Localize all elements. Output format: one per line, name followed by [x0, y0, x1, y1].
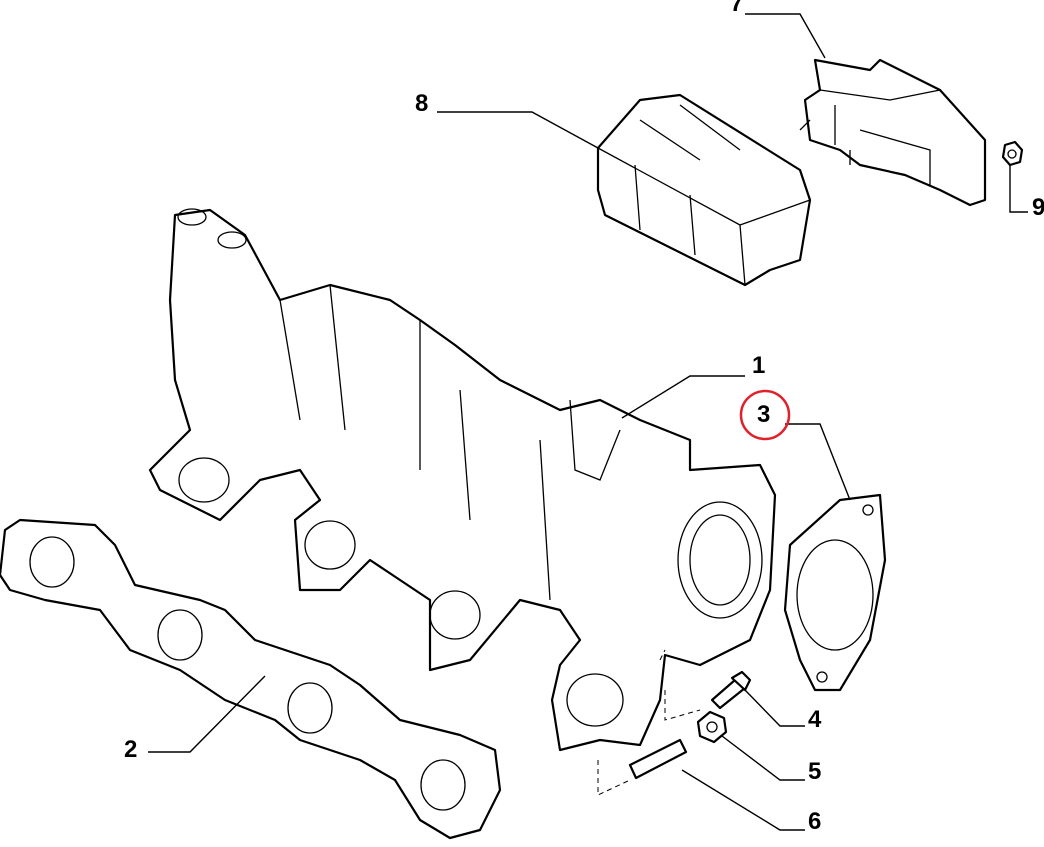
callout-4[interactable]: 4	[808, 706, 822, 733]
callout-2[interactable]: 2	[124, 736, 138, 763]
callout-9[interactable]: 9	[1032, 194, 1044, 221]
leader-lines	[148, 13, 1028, 831]
callout-5[interactable]: 5	[808, 758, 822, 785]
nut-part-5	[696, 710, 728, 744]
exhaust-manifold-part-1	[148, 208, 777, 752]
stud-part-6	[628, 738, 688, 780]
callout-8[interactable]: 8	[415, 90, 429, 117]
heat-shield-part-8	[596, 93, 812, 287]
callout-3[interactable]: 3	[757, 401, 771, 428]
flange-gasket-part-3	[783, 493, 887, 692]
callout-7[interactable]: 7	[730, 0, 744, 17]
callout-6[interactable]: 6	[808, 808, 822, 835]
highlight-circle	[739, 389, 791, 441]
bolt-part-4	[710, 670, 752, 710]
callout-1[interactable]: 1	[752, 352, 766, 379]
manifold-gasket-part-2	[0, 518, 502, 840]
bracket-part-7	[799, 58, 987, 207]
nut-part-9	[1001, 140, 1024, 167]
